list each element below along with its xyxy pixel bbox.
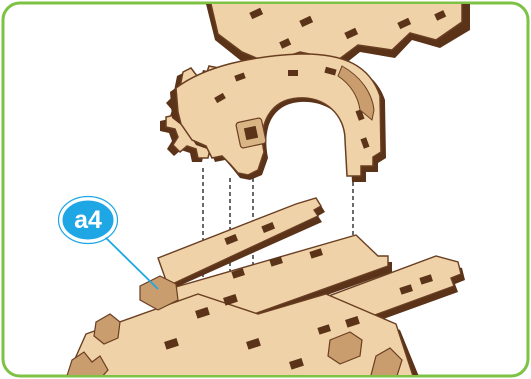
- callout-badge: [61, 199, 115, 241]
